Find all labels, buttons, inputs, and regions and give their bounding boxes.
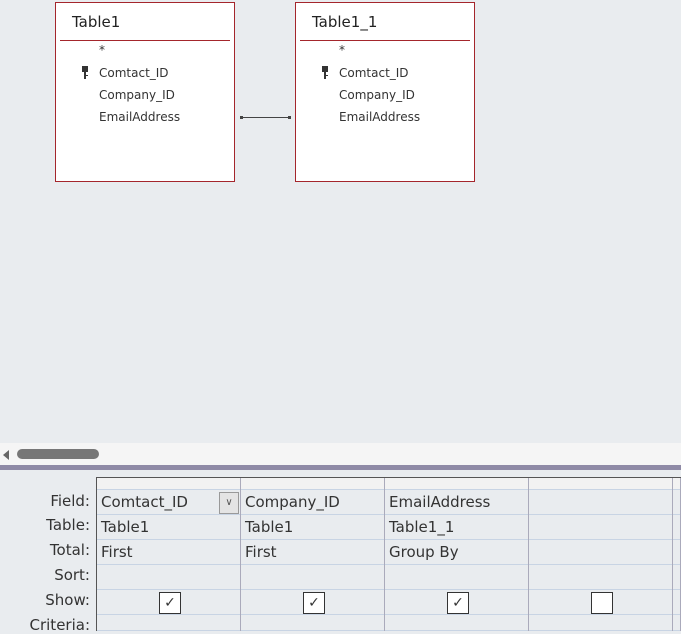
field-cell[interactable]: EmailAddress xyxy=(385,490,528,515)
horizontal-scrollbar[interactable] xyxy=(0,443,681,465)
table-title[interactable]: Table1 xyxy=(72,13,121,31)
table-cell[interactable]: Table1_1 xyxy=(385,515,528,540)
field-comtact-id[interactable]: Comtact_ID xyxy=(339,66,409,80)
show-checkbox[interactable] xyxy=(591,592,613,614)
total-cell[interactable] xyxy=(673,540,680,565)
row-label-criteria: Criteria: xyxy=(29,616,91,634)
scrollbar-thumb[interactable] xyxy=(17,449,99,459)
criteria-cell[interactable] xyxy=(241,615,384,631)
column-selector[interactable] xyxy=(673,478,680,490)
table-box-table1-1[interactable]: Table1_1 * Comtact_ID Company_ID EmailAd… xyxy=(295,2,475,182)
join-line[interactable] xyxy=(240,116,291,119)
criteria-cell[interactable] xyxy=(673,615,680,631)
show-checkbox[interactable]: ✓ xyxy=(303,592,325,614)
sort-cell[interactable] xyxy=(385,565,528,590)
total-cell[interactable] xyxy=(529,540,672,565)
total-value: First xyxy=(101,543,133,561)
row-label-total: Total: xyxy=(49,541,90,559)
field-email-address[interactable]: EmailAddress xyxy=(339,110,421,124)
chevron-down-icon[interactable]: ∨ xyxy=(219,492,239,514)
show-cell xyxy=(529,590,672,615)
column-selector[interactable] xyxy=(241,478,384,490)
field-cell[interactable]: Company_ID xyxy=(241,490,384,515)
field-all[interactable]: * xyxy=(99,43,105,57)
field-company-id[interactable]: Company_ID xyxy=(339,88,415,102)
design-grid-pane: Field: Table: Total: Sort: Show: Criteri… xyxy=(0,470,681,634)
row-label-sort: Sort: xyxy=(54,566,90,584)
show-cell xyxy=(673,590,680,615)
table-cell[interactable]: Table1 xyxy=(241,515,384,540)
divider xyxy=(300,40,470,41)
pane-splitter[interactable] xyxy=(0,465,681,470)
total-cell[interactable]: First xyxy=(241,540,384,565)
row-label-show: Show: xyxy=(45,591,90,609)
show-cell: ✓ xyxy=(385,590,528,615)
field-company-id[interactable]: Company_ID xyxy=(99,88,175,102)
total-value: First xyxy=(245,543,277,561)
primary-key-icon xyxy=(82,66,88,79)
sort-cell[interactable] xyxy=(241,565,384,590)
show-checkbox[interactable]: ✓ xyxy=(447,592,469,614)
show-cell: ✓ xyxy=(97,590,240,615)
criteria-cell[interactable] xyxy=(97,615,240,631)
field-email-address[interactable]: EmailAddress xyxy=(99,110,181,124)
grid-column xyxy=(529,478,673,631)
table-title[interactable]: Table1_1 xyxy=(312,13,378,31)
row-label-table: Table: xyxy=(46,516,90,534)
field-all[interactable]: * xyxy=(339,43,345,57)
table-value: Table1 xyxy=(101,518,150,536)
row-label-field: Field: xyxy=(50,492,90,510)
table-box-table1[interactable]: Table1 * Comtact_ID Company_ID EmailAddr… xyxy=(55,2,235,182)
column-selector[interactable] xyxy=(385,478,528,490)
table-value: Table1 xyxy=(245,518,294,536)
table-cell[interactable] xyxy=(529,515,672,540)
table-cell[interactable]: Table1 xyxy=(97,515,240,540)
criteria-cell[interactable] xyxy=(529,615,672,631)
total-cell[interactable]: First xyxy=(97,540,240,565)
scroll-left-icon[interactable] xyxy=(3,450,9,460)
sort-cell[interactable] xyxy=(529,565,672,590)
column-selector[interactable] xyxy=(529,478,672,490)
total-value: Group By xyxy=(389,543,459,561)
field-value: Comtact_ID xyxy=(101,493,188,511)
show-cell: ✓ xyxy=(241,590,384,615)
field-cell[interactable] xyxy=(529,490,672,515)
sort-cell[interactable] xyxy=(97,565,240,590)
field-cell[interactable]: Comtact_ID ∨ xyxy=(97,490,240,515)
field-cell[interactable] xyxy=(673,490,680,515)
field-value: EmailAddress xyxy=(389,493,491,511)
total-cell[interactable]: Group By xyxy=(385,540,528,565)
column-selector[interactable] xyxy=(97,478,240,490)
sort-cell[interactable] xyxy=(673,565,680,590)
primary-key-icon xyxy=(322,66,328,79)
criteria-cell[interactable] xyxy=(385,615,528,631)
grid-column xyxy=(673,478,681,631)
field-comtact-id[interactable]: Comtact_ID xyxy=(99,66,169,80)
table-cell[interactable] xyxy=(673,515,680,540)
query-design-pane: Table1 * Comtact_ID Company_ID EmailAddr… xyxy=(55,2,475,182)
show-checkbox[interactable]: ✓ xyxy=(159,592,181,614)
table-value: Table1_1 xyxy=(389,518,455,536)
divider xyxy=(60,40,230,41)
field-value: Company_ID xyxy=(245,493,340,511)
